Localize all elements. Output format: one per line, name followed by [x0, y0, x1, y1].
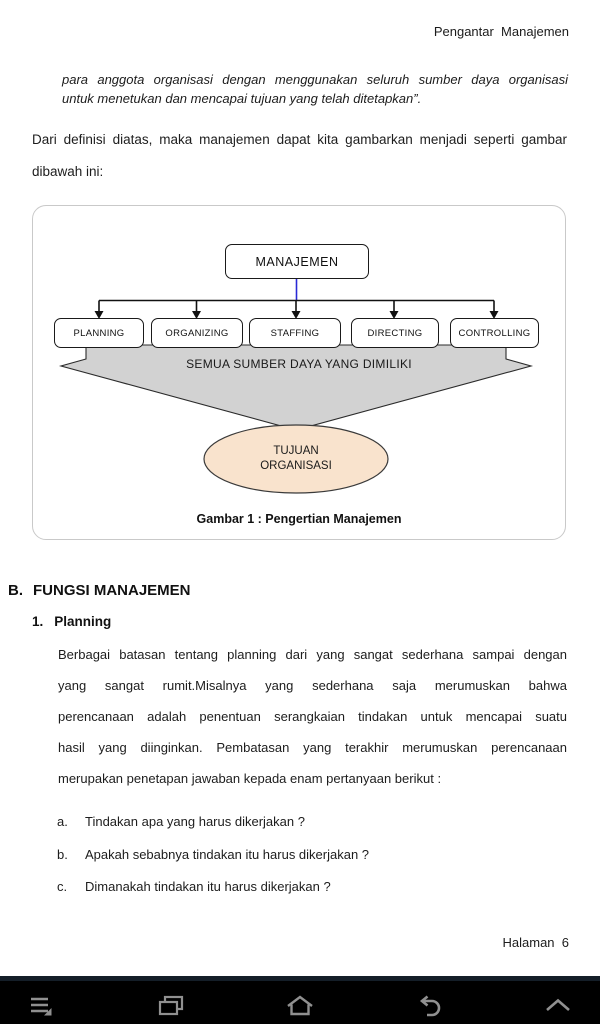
subsection-title: Planning — [54, 614, 112, 629]
section-heading: B. FUNGSI MANAJEMEN — [8, 582, 191, 599]
planning-paragraph: Berbagai batasan tentang planning dari y… — [58, 639, 567, 794]
diagram-node-planning: PLANNING — [54, 318, 144, 348]
paragraph-line: Berbagai batasan tentang planning dari y… — [58, 647, 567, 662]
list-text: Apakah sebabnya tindakan itu harus diker… — [85, 846, 370, 862]
intro-line: dibawah ini: — [32, 164, 104, 179]
paragraph-line: hasil yang diinginkan. Pembatasan yang t… — [58, 740, 567, 755]
subsection-number: 1. — [32, 614, 44, 629]
menu-button[interactable] — [27, 994, 55, 1018]
home-button[interactable] — [286, 994, 314, 1018]
intro-line: Dari definisi diatas, maka manajemen dap… — [32, 132, 567, 147]
ellipse-label-line1: TUJUAN — [273, 445, 319, 457]
page-number-label: Halaman 6 — [502, 935, 569, 950]
menu-icon — [28, 994, 54, 1018]
recent-apps-icon — [158, 994, 184, 1018]
android-navigation-bar — [0, 976, 600, 1024]
section-title: FUNGSI MANAJEMEN — [33, 582, 191, 599]
diagram-node-tujuan-organisasi: TUJUAN ORGANISASI — [204, 444, 388, 474]
recent-apps-button[interactable] — [157, 994, 185, 1018]
paragraph-line: merupakan penetapan jawaban kepada enam … — [58, 771, 442, 786]
quote-line: untuk menetukan dan mencapai tujuan yang… — [62, 91, 422, 106]
diagram-node-directing: DIRECTING — [351, 318, 439, 348]
diagram-arrow-label: SEMUA SUMBER DAYA YANG DIMILIKI — [186, 357, 412, 371]
paragraph-line: perencanaan adalah penentuan serangkaian… — [58, 709, 567, 724]
chevron-up-icon — [544, 994, 572, 1018]
subsection-heading: 1. Planning — [32, 614, 111, 629]
diagram-node-manajemen: MANAJEMEN — [225, 244, 369, 279]
diagram-node-controlling: CONTROLLING — [450, 318, 539, 348]
ellipse-label-line2: ORGANISASI — [260, 460, 332, 472]
quote-block: para anggota organisasi dengan menggunak… — [62, 70, 568, 108]
list-marker: a. — [57, 814, 68, 829]
list-text: Tindakan apa yang harus dikerjakan ? — [85, 814, 305, 829]
back-icon — [417, 994, 443, 1018]
figure-management-diagram: MANAJEMEN PLANNING ORGANIZING STAFFING D… — [32, 205, 566, 540]
list-item: b. Apakah sebabnya tindakan itu harus di… — [57, 839, 537, 872]
section-letter: B. — [8, 582, 23, 599]
list-item: a. Tindakan apa yang harus dikerjakan ? — [57, 806, 537, 839]
list-marker: b. — [57, 846, 68, 862]
figure-caption: Gambar 1 : Pengertian Manajemen — [196, 512, 402, 526]
home-icon — [286, 994, 314, 1018]
page-header-title: Pengantar Manajemen — [433, 24, 569, 39]
intro-paragraph: Dari definisi diatas, maka manajemen dap… — [32, 124, 567, 188]
quote-line: para anggota organisasi dengan menggunak… — [62, 72, 568, 87]
list-marker: c. — [57, 879, 68, 894]
list-item: c. Dimanakah tindakan itu harus dikerjak… — [57, 871, 537, 904]
diagram-node-organizing: ORGANIZING — [151, 318, 243, 348]
collapse-button[interactable] — [544, 994, 572, 1018]
paragraph-line: yang sangat rumit.Misalnya yang sederhan… — [58, 678, 567, 693]
list-text: Dimanakah tindakan itu harus dikerjakan … — [85, 879, 331, 894]
question-list: a. Tindakan apa yang harus dikerjakan ? … — [57, 806, 537, 904]
back-button[interactable] — [416, 994, 444, 1018]
diagram-node-staffing: STAFFING — [249, 318, 341, 348]
